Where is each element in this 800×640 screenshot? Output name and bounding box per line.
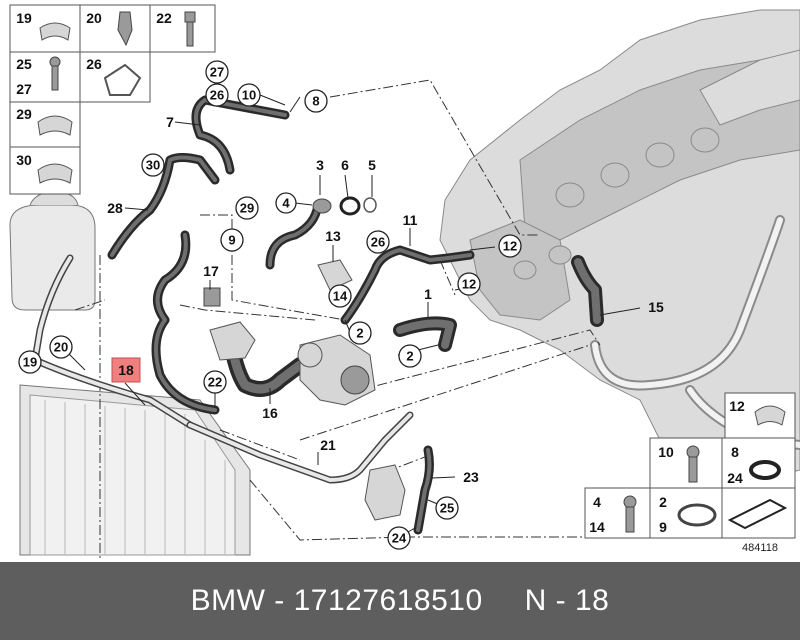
svg-text:29: 29: [240, 201, 254, 216]
svg-text:12: 12: [462, 277, 476, 292]
svg-text:10: 10: [658, 444, 674, 460]
label-23: 23: [463, 469, 479, 485]
svg-text:4: 4: [282, 196, 290, 211]
callout-2b: 2: [398, 344, 422, 368]
svg-text:8: 8: [731, 444, 739, 460]
callout-2a: 2: [348, 321, 372, 345]
svg-text:20: 20: [54, 340, 68, 355]
label-7: 7: [166, 114, 174, 130]
label-3: 3: [316, 157, 324, 173]
part-number-banner: BMW - 17127618510 N - 18: [0, 562, 800, 640]
callouts: 27 26 10 8 30 29 9 26 12 12 14 2 2 20 19…: [18, 60, 522, 550]
svg-text:30: 30: [16, 152, 32, 168]
hoses: [31, 95, 604, 535]
svg-text:2: 2: [356, 326, 363, 341]
callout-14: 14: [328, 284, 352, 308]
thermostat-housing: [209, 321, 256, 361]
label-6: 6: [341, 157, 349, 173]
svg-text:27: 27: [210, 65, 224, 80]
callout-8: 8: [304, 89, 328, 113]
callout-24: 24: [387, 526, 411, 550]
parts-grid-right: [584, 392, 796, 539]
svg-text:26: 26: [210, 88, 224, 103]
svg-text:4: 4: [593, 494, 601, 510]
callout-29: 29: [235, 196, 259, 220]
svg-text:2: 2: [659, 494, 667, 510]
svg-text:26: 26: [86, 56, 102, 72]
svg-text:10: 10: [242, 88, 256, 103]
svg-text:2: 2: [406, 349, 413, 364]
callout-25: 25: [435, 496, 459, 520]
callout-27: 27: [205, 60, 229, 84]
svg-text:22: 22: [208, 375, 222, 390]
svg-text:19: 19: [23, 355, 37, 370]
label-28: 28: [107, 200, 123, 216]
svg-text:12: 12: [729, 398, 745, 414]
svg-text:20: 20: [86, 10, 102, 26]
svg-text:29: 29: [16, 106, 32, 122]
label-13: 13: [325, 228, 341, 244]
expansion-tank: [9, 191, 96, 311]
seal-parts: [312, 196, 377, 216]
label-18-highlight: 18: [111, 357, 141, 383]
callout-9: 9: [220, 228, 244, 252]
svg-text:9: 9: [228, 233, 235, 248]
svg-text:25: 25: [16, 56, 32, 72]
svg-text:9: 9: [659, 519, 667, 535]
water-pump: [297, 334, 376, 406]
diagram-number: 484118: [742, 542, 778, 554]
callout-10: 10: [237, 83, 261, 107]
grid-left-numbers: 19 20 22 25 27 26 29 30: [16, 10, 172, 168]
parts-diagram: 27 26 10 8 30 29 9 26 12 12 14 2 2 20 19…: [9, 4, 800, 560]
svg-text:30: 30: [146, 158, 160, 173]
label-17: 17: [203, 263, 219, 279]
label-16: 16: [262, 405, 278, 421]
parts-grid-left: [9, 4, 216, 195]
callout-20: 20: [49, 335, 73, 359]
svg-text:24: 24: [392, 531, 407, 546]
part-labels: 7 28 3 6 5 4 11 13 17 1 15 18 16 21 23: [107, 114, 664, 485]
svg-text:12: 12: [503, 239, 517, 254]
label-11: 11: [403, 212, 418, 228]
label-15: 15: [648, 299, 664, 315]
callout-12b: 12: [457, 272, 481, 296]
reference-text: N - 18: [524, 584, 610, 617]
callout-22: 22: [203, 370, 227, 394]
label-1: 1: [424, 286, 432, 302]
callout-12a: 12: [498, 234, 522, 258]
sensor-17: [203, 287, 221, 307]
label-18: 18: [118, 362, 134, 378]
grid-right-numbers: 12 10 8 24 4 14 2 9: [589, 398, 745, 535]
svg-text:8: 8: [312, 94, 319, 109]
callout-30: 30: [141, 153, 165, 177]
svg-text:14: 14: [333, 289, 348, 304]
svg-text:14: 14: [589, 519, 605, 535]
callout-26b: 26: [366, 230, 390, 254]
part-number-text: BMW - 17127618510: [190, 584, 483, 617]
svg-text:19: 19: [16, 10, 32, 26]
label-5: 5: [368, 157, 376, 173]
callout-26: 26: [205, 83, 229, 107]
svg-text:24: 24: [727, 470, 743, 486]
aux-pump: [364, 464, 406, 521]
engine-block: [439, 9, 800, 481]
callout-19: 19: [18, 350, 42, 374]
svg-text:22: 22: [156, 10, 172, 26]
svg-text:26: 26: [371, 235, 385, 250]
label-21: 21: [320, 437, 336, 453]
svg-text:25: 25: [440, 501, 454, 516]
svg-text:27: 27: [16, 81, 32, 97]
callout-4: 4: [275, 192, 297, 214]
